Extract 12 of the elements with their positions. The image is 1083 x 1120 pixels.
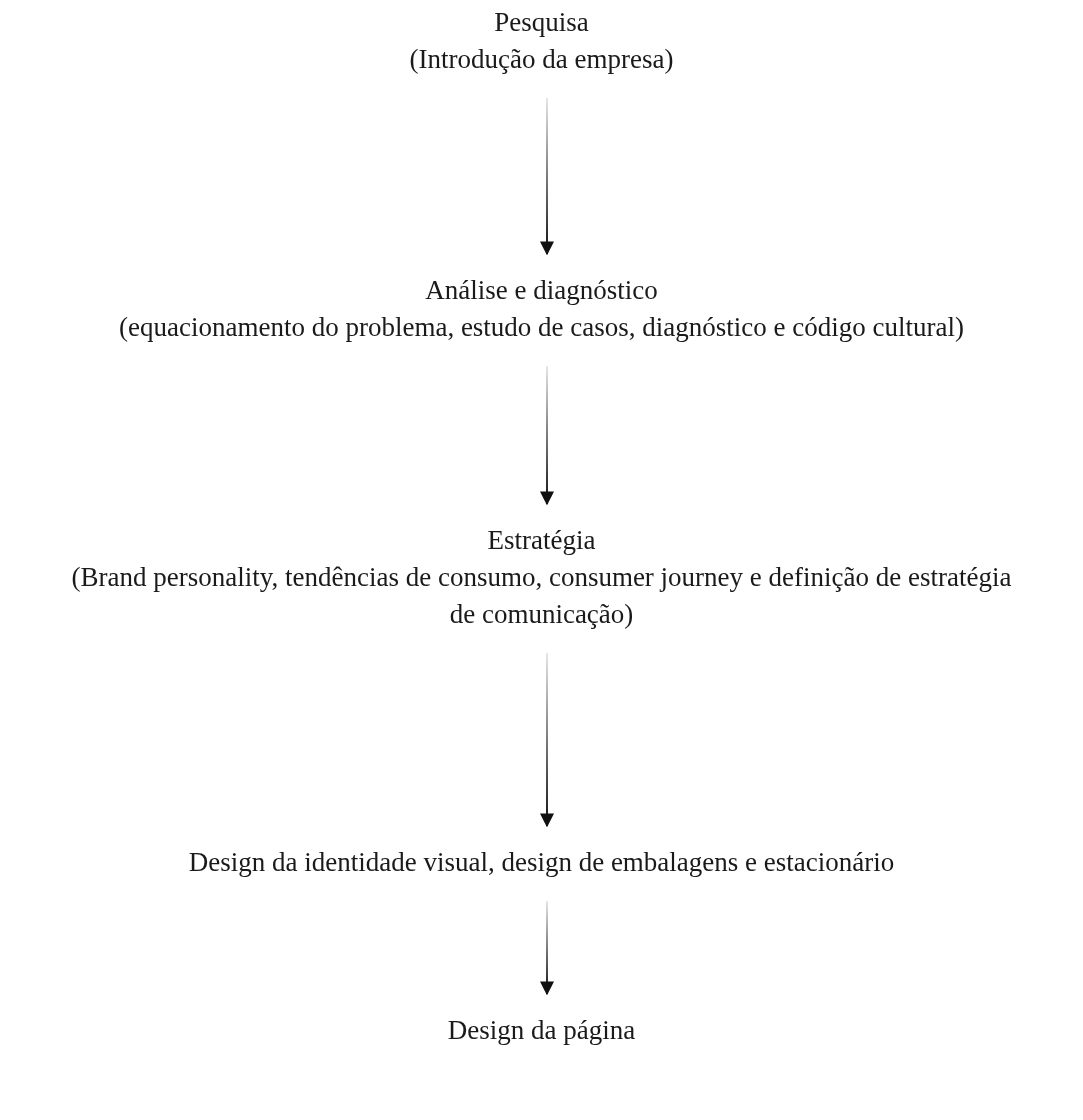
step-description: (Brand personality, tendências de consumo, consumer journey e definição de estratégia de comunicação)	[71, 561, 1012, 631]
step-title: Estratégia	[487, 524, 596, 557]
step-description: (Introdução da empresa)	[409, 43, 674, 76]
step-title: Design da identidade visual, design de embalagens e estacionário	[188, 846, 895, 879]
arrow	[540, 900, 554, 996]
step-title: Design da página	[447, 1014, 636, 1047]
step-description: (equacionamento do problema, estudo de casos, diagnóstico e código cultural)	[119, 311, 964, 344]
step-title: Pesquisa	[494, 6, 589, 39]
arrow	[540, 97, 554, 256]
arrow	[540, 365, 554, 506]
step-title: Análise e diagnóstico	[425, 274, 658, 307]
arrow	[540, 652, 554, 828]
